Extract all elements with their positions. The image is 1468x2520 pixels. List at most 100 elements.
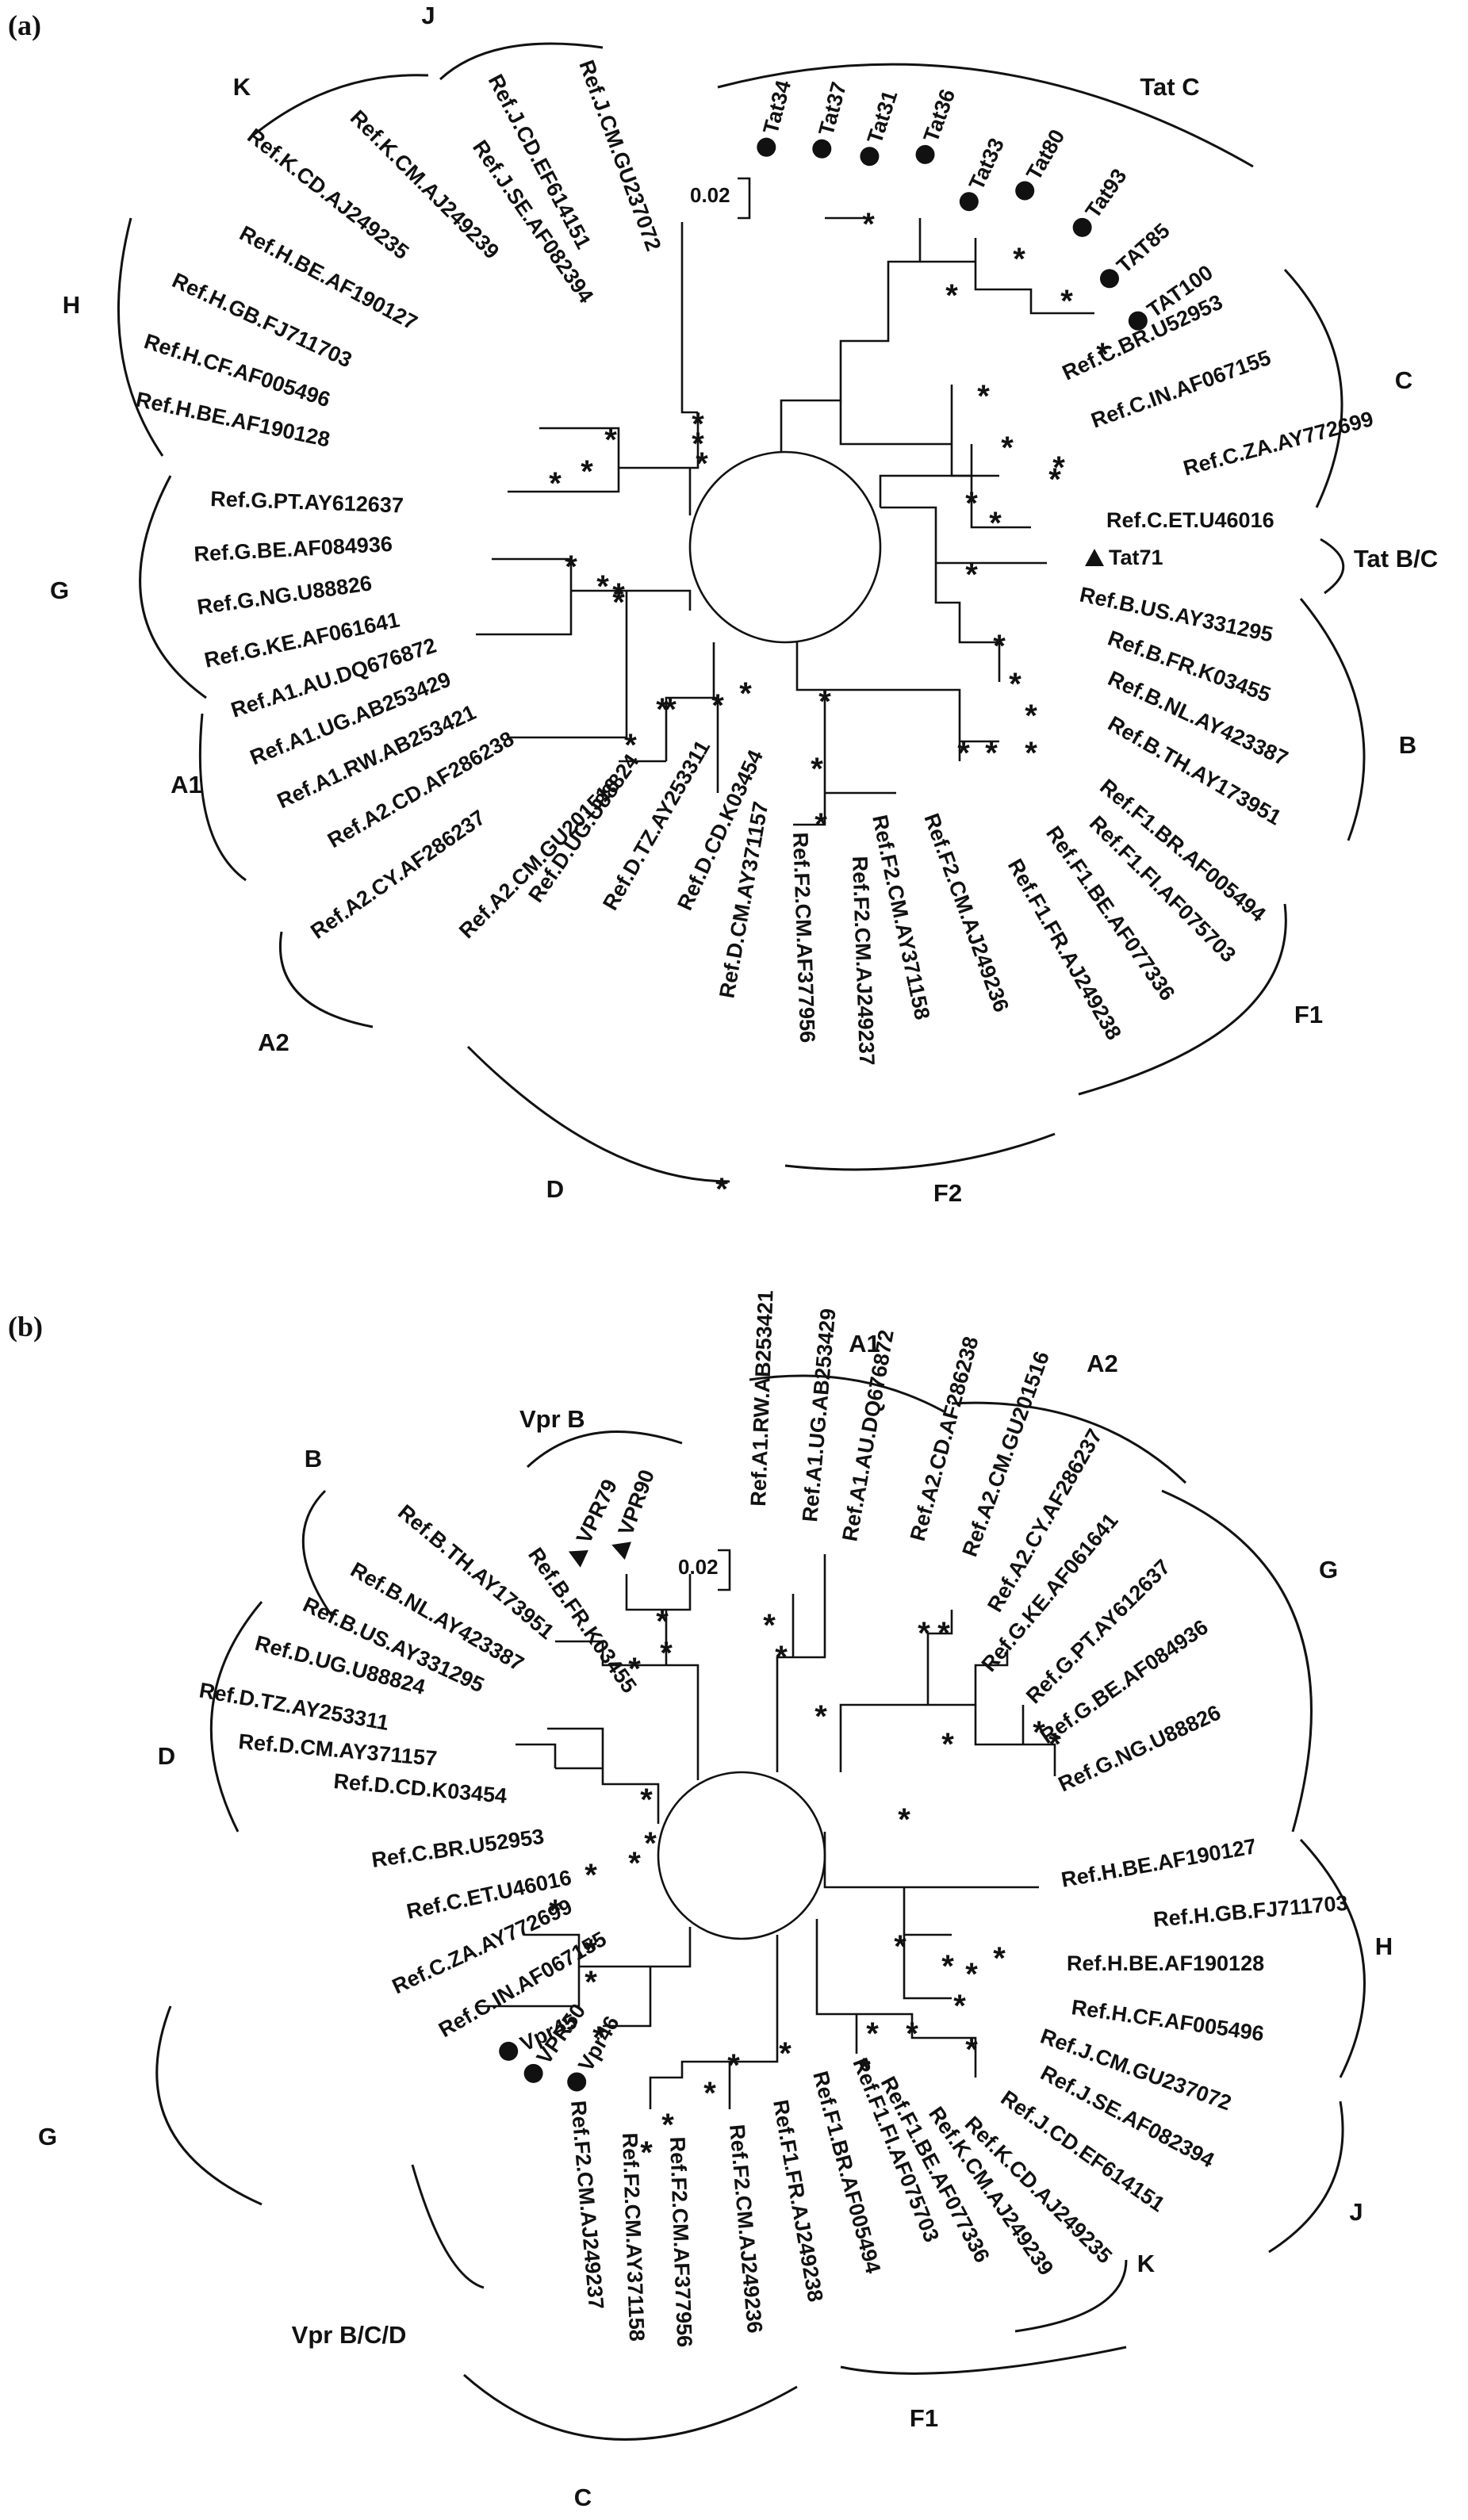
leaf-label: Ref.B.TH.AY173951	[393, 1500, 558, 1645]
panel-b-branches	[476, 1554, 1056, 2109]
support-star-icon: *	[565, 550, 577, 584]
support-star-icon: *	[1001, 431, 1014, 465]
leaf-name: Ref.F2.CM.AJ249236	[725, 2124, 767, 2334]
clade-label: F1	[1294, 1001, 1323, 1028]
support-star-icon: *	[549, 1894, 562, 1928]
panel-a-scale-label: 0.02	[690, 183, 730, 207]
leaf-label: Ref.F2.CM.AJ249236	[725, 2124, 767, 2334]
leaf-label: Ref.F2.CM.AF377956	[665, 2136, 696, 2347]
leaf-label: Ref.D.CD.K03454	[332, 1769, 508, 1808]
leaf-name: Ref.B.TH.AY173951	[393, 1500, 558, 1645]
clade-label: H	[1375, 1932, 1393, 1960]
panel-b-scale-label: 0.02	[678, 1555, 719, 1579]
support-star-icon: *	[811, 752, 823, 787]
support-star-icon: *	[549, 466, 562, 501]
leaf-name: Tat34	[758, 78, 795, 136]
clade-label: B	[305, 1445, 322, 1473]
leaf-name: Ref.D.CM.AY371157	[237, 1729, 438, 1771]
support-star-icon: *	[937, 1616, 950, 1651]
clade-label: G	[1319, 1556, 1338, 1584]
leaf-name: Ref.G.BE.AF084936	[194, 532, 393, 566]
clade-label: G	[50, 576, 69, 604]
leaf-label: Ref.G.PT.AY612637	[210, 487, 404, 517]
leaf-name: Ref.H.BE.AF190128	[1067, 1951, 1264, 1975]
support-star-icon: *	[692, 407, 704, 442]
dot-marker-icon	[1099, 269, 1119, 289]
support-star-icon: *	[989, 506, 1002, 541]
clade-label: Vpr B/C/D	[292, 2321, 407, 2349]
clade-label: D	[158, 1742, 175, 1770]
support-star-icon: *	[818, 684, 831, 719]
support-star-icon: *	[696, 446, 708, 481]
leaf-label: Tat31	[860, 87, 902, 167]
leaf-name: Ref.H.GB.FJ711703	[1152, 1891, 1349, 1932]
support-star-icon: *	[644, 1826, 657, 1861]
support-star-icon: *	[953, 1989, 966, 2024]
support-star-icon: *	[1009, 667, 1021, 702]
support-star-icon: *	[814, 1699, 827, 1734]
support-star-icon: *	[739, 676, 752, 711]
leaf-label: Ref.C.ET.U46016	[1106, 508, 1274, 532]
support-star-icon: *	[965, 1957, 978, 1992]
leaf-name: Tat33	[964, 134, 1009, 193]
support-star-icon: *	[1096, 337, 1109, 372]
leaf-label: Tat80	[1015, 125, 1069, 201]
leaf-name: Ref.A1.RW.AB253421	[746, 1290, 777, 1507]
leaf-name: Ref.A1.UG.AB253429	[798, 1308, 840, 1523]
support-star-icon: *	[703, 2076, 716, 2111]
leaf-name: Ref.F2.CM.AF377956	[665, 2136, 696, 2347]
leaf-label: Tat71	[1085, 546, 1163, 569]
leaf-label: Ref.H.CF.AF005496	[1070, 1995, 1265, 2046]
panel-a-scale-bar: 0.02	[690, 177, 751, 220]
leaf-label: Ref.J.CM.GU237072	[574, 57, 665, 255]
leaf-label: Tat37	[812, 79, 851, 159]
clade-label: J	[421, 2, 435, 29]
dot-marker-icon	[1072, 217, 1092, 237]
leaf-label: Ref.A1.RW.AB253421	[746, 1290, 777, 1507]
leaf-label: Ref.F2.CM.AJ249237	[566, 2100, 608, 2311]
support-star-icon: *	[628, 1846, 641, 1881]
leaf-label: Ref.F2.CM.AF377956	[788, 832, 819, 1043]
panel-a-clade-arcs	[117, 42, 1366, 1183]
leaf-name: Ref.C.ET.U46016	[1106, 508, 1274, 532]
support-star-icon: *	[604, 423, 617, 458]
clade-label: Tat C	[1140, 73, 1199, 101]
support-star-icon: *	[941, 1727, 954, 1762]
support-star-icon: *	[656, 1604, 669, 1639]
leaf-label: Ref.H.GB.FJ711703	[1152, 1891, 1349, 1932]
dot-marker-icon	[860, 147, 880, 167]
support-star-icon: *	[862, 207, 875, 242]
support-star-icon: *	[945, 278, 958, 313]
panel-b-clade-arcs	[155, 1374, 1366, 2441]
support-star-icon: *	[715, 1172, 728, 1207]
leaf-label: Ref.C.ZA.AY772699	[1181, 407, 1376, 481]
support-star-icon: *	[581, 454, 593, 489]
support-star-icon: *	[640, 1783, 653, 1817]
support-star-icon: *	[918, 1616, 930, 1651]
clade-label: A1	[849, 1330, 880, 1358]
dot-marker-icon	[915, 144, 935, 164]
leaf-name: Ref.F2.CM.AF377956	[788, 832, 819, 1043]
clade-label: D	[546, 1175, 564, 1203]
dot-marker-icon	[499, 2041, 519, 2061]
panel-b: (b) Vpr B 0.02	[8, 1290, 1393, 2511]
clade-label: A1	[171, 771, 202, 799]
support-star-icon: *	[1025, 699, 1037, 733]
dot-marker-icon	[812, 139, 832, 159]
leaf-label: VPR90	[611, 1466, 659, 1560]
support-star-icon: *	[711, 688, 724, 723]
leaf-name: Ref.G.NG.U88826	[196, 571, 374, 619]
leaf-label: Ref.F2.CM.AJ249236	[919, 810, 1014, 1015]
support-star-icon: *	[779, 2036, 791, 2071]
panel-b-scale-bar: 0.02	[678, 1549, 731, 1591]
leaf-name: Ref.F2.CM.AJ249236	[919, 810, 1014, 1015]
leaf-label: Ref.G.NG.U88826	[196, 571, 374, 619]
clade-label: Tat B/C	[1354, 545, 1438, 573]
leaf-name: VPR79	[572, 1476, 622, 1547]
panel-b-support-stars: **********************************	[549, 1604, 1061, 2170]
support-star-icon: *	[585, 1933, 597, 1968]
clade-label: F1	[910, 2404, 938, 2432]
support-star-icon: *	[664, 692, 677, 727]
leaf-name: Ref.D.CD.K03454	[332, 1769, 508, 1808]
